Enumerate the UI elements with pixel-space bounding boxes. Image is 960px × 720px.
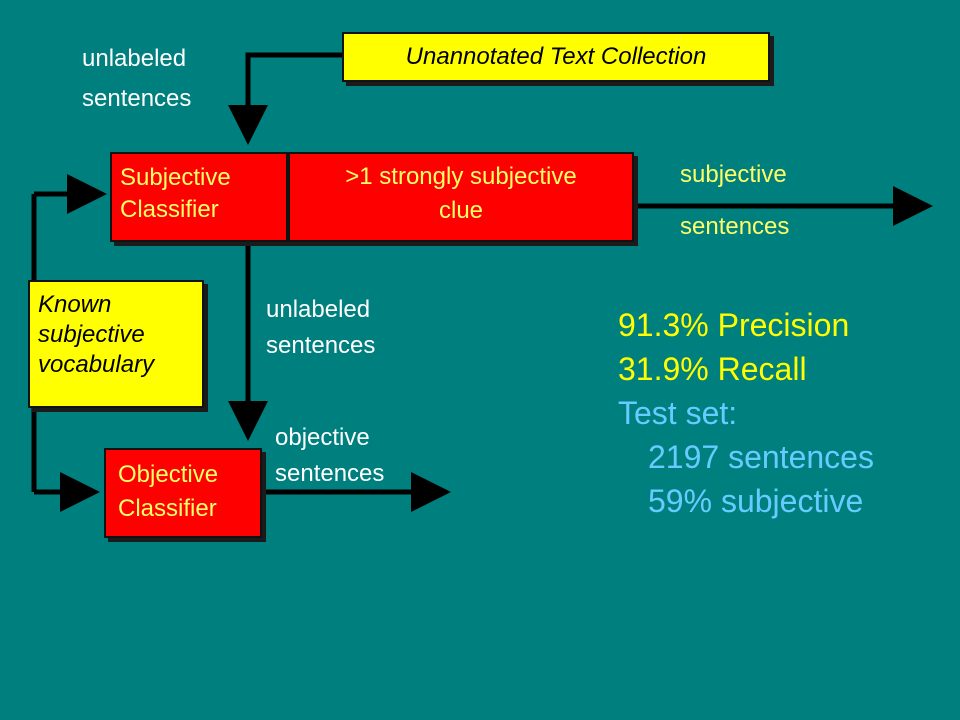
known-vocabulary-line2: subjective: [38, 321, 145, 348]
subjective-output-line2: sentences: [680, 213, 790, 240]
unlabeled-mid-line1: unlabeled: [266, 296, 371, 323]
known-vocabulary-line3: vocabulary: [38, 351, 155, 378]
objective-output-line1: objective: [275, 424, 370, 451]
objective-classifier-line1: Objective: [118, 461, 219, 488]
strong-clue-line2: clue: [438, 197, 484, 224]
subjective-classifier-line2: Classifier: [120, 196, 219, 223]
unlabeled-mid-label: unlabeled sentences: [266, 292, 375, 364]
test-set-subjective-share: 59% subjective: [648, 483, 864, 519]
objective-output-label: objective sentences: [275, 420, 384, 492]
strong-clue-line1: >1 strongly subjective: [345, 163, 577, 190]
strong-clue-box: >1 strongly subjective clue: [288, 152, 634, 242]
subjective-classifier-line1: Subjective: [120, 164, 231, 191]
subjective-output-line1: subjective: [680, 161, 787, 188]
precision-stat: 91.3% Precision: [618, 307, 850, 343]
known-vocabulary-line1: Known: [38, 291, 112, 318]
unannotated-collection-label: Unannotated Text Collection: [405, 43, 707, 70]
unannotated-collection-box: Unannotated Text Collection: [342, 32, 770, 82]
objective-classifier-line2: Classifier: [118, 495, 217, 522]
test-set-heading: Test set:: [618, 395, 738, 431]
test-set-size: 2197 sentences: [648, 439, 874, 475]
subjective-classifier-box: Subjective Classifier: [110, 152, 288, 242]
recall-stat: 31.9% Recall: [618, 351, 807, 387]
unlabeled-top-line1: unlabeled: [82, 45, 187, 72]
unlabeled-top-line2: sentences: [82, 85, 192, 112]
arrow-collection-to-subjective: [228, 52, 342, 145]
subjective-output-label: subjective sentences: [680, 160, 789, 242]
unlabeled-mid-line2: sentences: [266, 332, 376, 359]
unlabeled-top-label: unlabeled sentences: [82, 44, 191, 114]
known-vocabulary-box: Known subjective vocabulary: [28, 280, 204, 408]
objective-classifier-box: Objective Classifier: [104, 448, 262, 538]
objective-output-line2: sentences: [275, 460, 385, 487]
